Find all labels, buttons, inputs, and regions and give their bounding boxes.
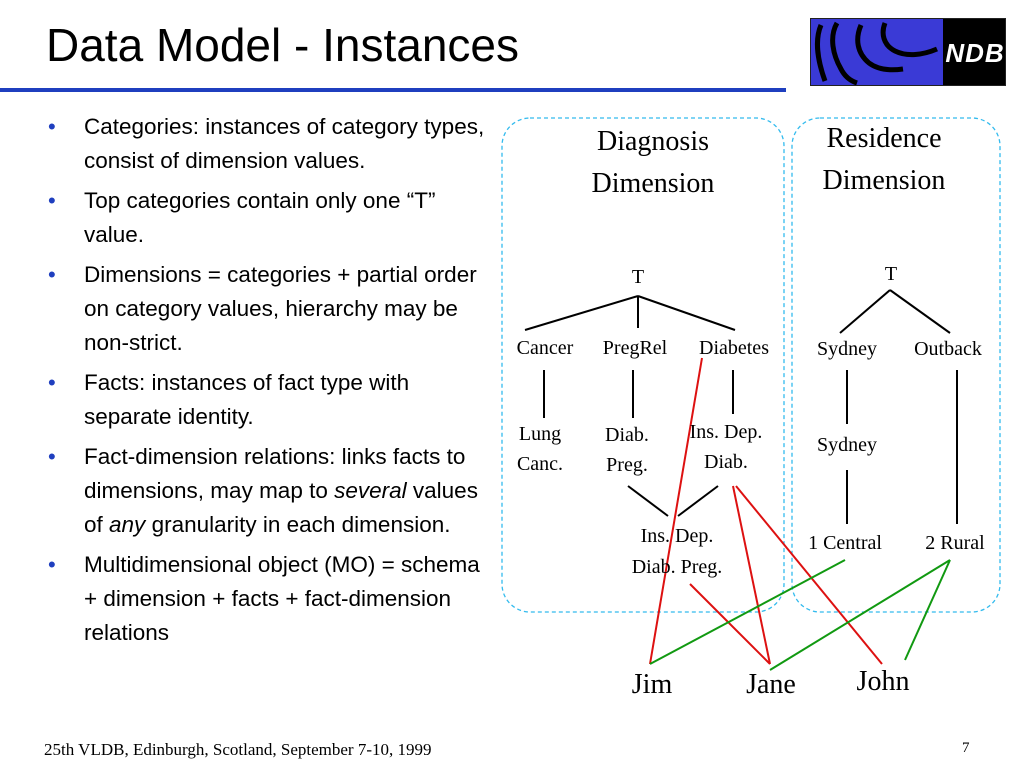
bullet-item: • Top categories contain only one “T” val… bbox=[48, 184, 496, 252]
diagnosis-tree-lines bbox=[524, 295, 736, 517]
logo-text: NDB bbox=[945, 37, 1005, 68]
residence-sydney-sub: Sydney bbox=[817, 434, 877, 456]
bullet-dot-icon: • bbox=[48, 370, 56, 395]
residence-title-line2: Dimension bbox=[823, 165, 946, 196]
bullet-emphasis: any bbox=[109, 512, 146, 537]
fact-jane: Jane bbox=[746, 669, 796, 700]
diagnosis-diabetes: Diabetes bbox=[699, 337, 769, 359]
title-underline bbox=[0, 88, 786, 92]
bullet-text: Facts: instances of fact type with separ… bbox=[84, 370, 410, 429]
bullet-text: Categories: instances of category types,… bbox=[84, 114, 485, 173]
bullet-text: Dimensions = categories + partial order … bbox=[84, 262, 477, 355]
ndb-logo: NDB bbox=[810, 18, 1006, 86]
residence-tree-lines bbox=[839, 289, 958, 524]
bullet-text: values of bbox=[84, 478, 478, 537]
bullet-item: • Facts: instances of fact type with sepa… bbox=[48, 366, 496, 434]
diagnosis-diab-preg-line1: Diab. bbox=[605, 424, 649, 446]
residence-2-rural: 2 Rural bbox=[925, 532, 985, 554]
fact-john: John bbox=[857, 666, 910, 697]
residence-1-central: 1 Central bbox=[808, 532, 882, 554]
diagnosis-title-line1: Diagnosis bbox=[597, 126, 709, 157]
bullet-item: • Categories: instances of category types… bbox=[48, 110, 496, 178]
residence-outback: Outback bbox=[914, 338, 982, 360]
fact-jim: Jim bbox=[632, 669, 673, 700]
footer-conference: 25th VLDB, Edinburgh, Scotland, Septembe… bbox=[44, 740, 432, 759]
slide-title: Data Model - Instances bbox=[46, 19, 520, 71]
residence-top-value: T bbox=[885, 263, 897, 285]
diagnosis-dimension-box bbox=[501, 117, 785, 613]
diagnosis-lung-cancer-line2: Canc. bbox=[517, 453, 563, 475]
diagnosis-links bbox=[649, 357, 883, 665]
bullet-item: • Multidimensional object (MO) = schema +… bbox=[48, 548, 496, 650]
bullet-text: granularity in each dimension. bbox=[145, 512, 451, 537]
bullet-dot-icon: • bbox=[48, 552, 56, 577]
bullet-text: Multidimensional object (MO) = schema + … bbox=[84, 552, 480, 645]
bullet-text: Top categories contain only one “T” valu… bbox=[84, 188, 436, 247]
diagnosis-ins-dep-diab-line2: Diab. bbox=[704, 451, 748, 473]
diagnosis-ins-dep-diab-preg-line2: Diab. Preg. bbox=[632, 556, 723, 578]
bullet-list: • Categories: instances of category types… bbox=[48, 110, 496, 656]
bullet-dot-icon: • bbox=[48, 444, 56, 469]
diagnosis-title-line2: Dimension bbox=[592, 168, 715, 199]
bullet-emphasis: several bbox=[334, 478, 407, 503]
page-number: 7 bbox=[962, 740, 970, 756]
residence-title-line1: Residence bbox=[826, 123, 941, 154]
bullet-text: Fact-dimension relations: links facts to… bbox=[84, 444, 466, 503]
diagnosis-ins-dep-diab-line1: Ins. Dep. bbox=[690, 421, 763, 443]
bullet-dot-icon: • bbox=[48, 262, 56, 287]
diagnosis-cancer: Cancer bbox=[517, 337, 574, 359]
ndb-logo-graphic bbox=[811, 19, 1005, 85]
diagnosis-diab-preg-line2: Preg. bbox=[606, 454, 648, 476]
bullet-dot-icon: • bbox=[48, 188, 56, 213]
diagnosis-pregrel: PregRel bbox=[603, 337, 668, 359]
diagnosis-lung-cancer-line1: Lung bbox=[519, 423, 561, 445]
bullet-item: • Dimensions = categories + partial order… bbox=[48, 258, 496, 360]
diagnosis-ins-dep-diab-preg-line1: Ins. Dep. bbox=[641, 525, 714, 547]
bullet-item: • Fact-dimension relations: links facts t… bbox=[48, 440, 496, 542]
bullet-dot-icon: • bbox=[48, 114, 56, 139]
residence-sydney: Sydney bbox=[817, 338, 877, 360]
residence-dimension-box bbox=[791, 117, 1001, 613]
residence-links bbox=[649, 559, 951, 671]
diagnosis-top-value: T bbox=[632, 266, 644, 288]
